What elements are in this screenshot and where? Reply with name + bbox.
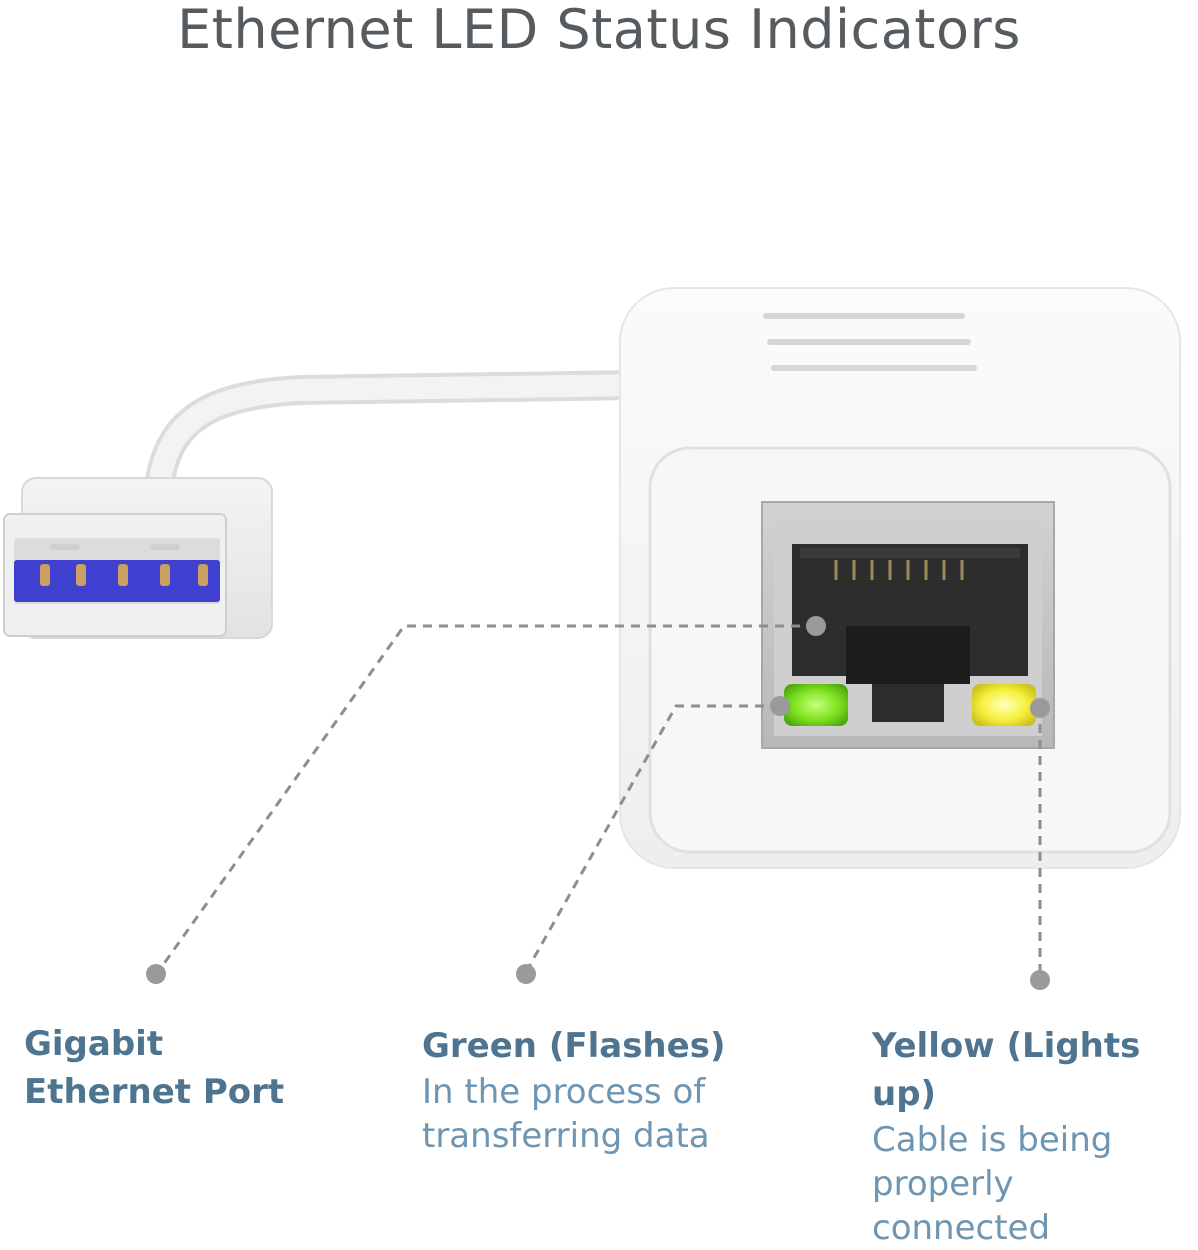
marker-port-top — [806, 616, 826, 636]
label-port-line1: Gigabit — [24, 1024, 164, 1064]
label-green-heading: Green (Flashes) — [422, 1026, 726, 1066]
label-green-desc1: In the process of — [422, 1072, 706, 1112]
label-yellow-desc1: Cable is being — [872, 1120, 1113, 1160]
label-green-led: Green (Flashes) In the process of transf… — [422, 1022, 725, 1158]
marker-yellow-top — [1030, 698, 1050, 718]
label-green-desc2: transferring data — [422, 1116, 710, 1156]
marker-yellow-bottom — [1030, 970, 1050, 990]
adapter-illustration — [3, 287, 1181, 990]
leader-line-port — [156, 624, 816, 973]
label-port-line2: Ethernet Port — [24, 1072, 285, 1112]
marker-port-bottom — [146, 964, 166, 984]
label-yellow-led: Yellow (Lights up) Cable is being proper… — [872, 1022, 1198, 1250]
marker-green-bottom — [516, 964, 536, 984]
label-yellow-desc2: properly connected — [872, 1164, 1051, 1248]
yellow-led — [972, 684, 1036, 726]
green-led — [784, 684, 848, 726]
page-title: Ethernet LED Status Indicators — [177, 0, 1021, 61]
usb-cable — [145, 370, 655, 495]
leader-line-green — [524, 704, 780, 973]
vent-lines — [763, 313, 977, 371]
label-gigabit-ethernet-port: Gigabit Ethernet Port — [24, 1020, 284, 1116]
label-yellow-heading: Yellow (Lights up) — [872, 1026, 1141, 1114]
usb-connector — [3, 477, 273, 639]
marker-green-top — [770, 696, 790, 716]
